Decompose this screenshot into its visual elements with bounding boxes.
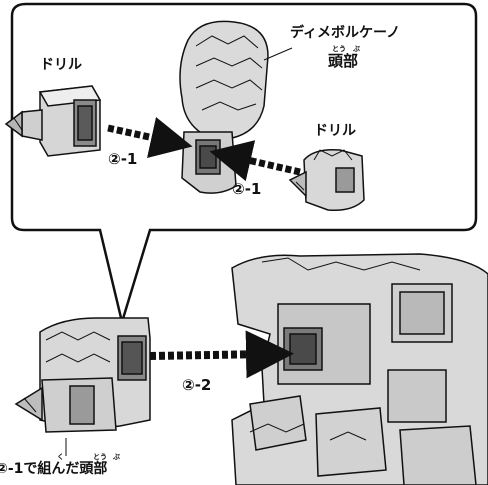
drill-part-left: [4, 85, 102, 157]
step-left-label: ②-1: [108, 150, 138, 168]
head-part-label: 頭部: [328, 52, 359, 70]
robot-body: [231, 253, 488, 485]
step-main-label: ②-2: [182, 376, 212, 394]
drill-right-label: ドリル: [314, 123, 356, 139]
caption-ruby-ku: く: [57, 453, 64, 461]
arrow-head-to-body: [149, 330, 294, 379]
head-part-ruby-bu: ぶ: [353, 45, 360, 53]
step-right-label: ②-1: [232, 180, 262, 198]
head-leader-line: [263, 47, 293, 61]
head-part: [179, 20, 269, 194]
arrow-right-drill-to-head: [209, 140, 301, 182]
caption-ruby-to: とう: [93, 453, 107, 461]
caption-ruby-bu: ぶ: [113, 453, 120, 461]
head-name-label: ディメボルケーノ: [290, 25, 401, 41]
drill-part-right: [288, 148, 365, 212]
head-part-ruby-to: とう: [332, 45, 346, 53]
drill-left-label: ドリル: [40, 57, 82, 73]
arrow-left-drill-to-head: [107, 116, 193, 159]
assembled-head-caption: ②-1で組んだ頭部: [0, 461, 108, 477]
assembled-head-part: [14, 317, 151, 456]
